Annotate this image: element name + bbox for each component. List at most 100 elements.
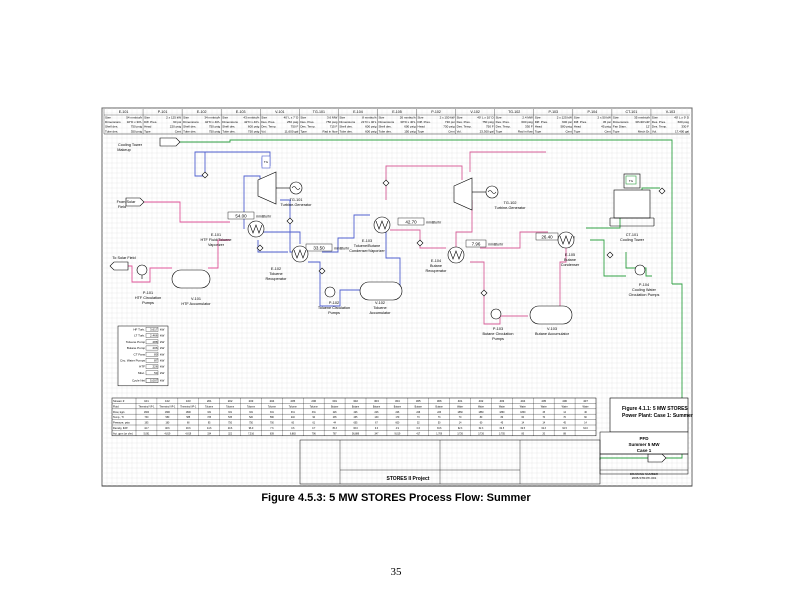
equipment-spec-label: Fan Diam. (613, 125, 627, 129)
cycle-net-label: Cycle Net (132, 379, 145, 383)
stream-table-cell: 4,819 (164, 433, 170, 435)
stream-table-cell: Water (541, 405, 547, 408)
tg101-turbine-icon (257, 171, 277, 205)
equipment-spec-value: 220 psig (170, 125, 182, 129)
valve-diamond-4 (318, 267, 326, 275)
power-row-unit: kW (160, 334, 165, 338)
equipment-spec-label: Des. Pres. (457, 120, 471, 124)
equipment-spec-value: 45 psi (603, 120, 611, 124)
duty-unit-2: mmBtu/hr (334, 247, 350, 251)
equipment-spec-value: 350 psig (131, 129, 143, 133)
power-row-label: CT Fans (134, 352, 146, 356)
title-drawing-label: DRAWING NUMBER (630, 472, 659, 476)
stream-table-cell: 767 (333, 433, 338, 435)
stream-table-cell: 605 (354, 423, 359, 425)
v103-name: Butane Accumulator (535, 332, 570, 336)
equipment-spec-label: Size (183, 116, 189, 120)
stream-header-cell: 303 (374, 399, 379, 403)
htf-loop (118, 201, 230, 283)
valve-diamond-2 (286, 217, 294, 225)
duty-unit-1: mmBtu/hr (256, 215, 272, 219)
stream-table-cell: 226 (416, 412, 421, 414)
stream-table-cell: 226 (437, 412, 442, 414)
equipment-spec-label: Des. Pres. (261, 120, 275, 124)
stream-table-cell: 44.7 (144, 428, 149, 430)
equipment-spec-label: Head (418, 125, 426, 129)
equipment-spec-label: Shell des. (105, 125, 118, 129)
stream-header-cell: 404 (520, 399, 525, 403)
tg101-name: Turbine-Generator (280, 203, 312, 207)
stream-table-cell: 535 (228, 417, 233, 419)
stream-table-cell: Water (583, 405, 589, 408)
power-row-value: 50 (154, 371, 158, 375)
duty-unit-4: mmBtu/hr (488, 243, 504, 247)
stream-table-cell: 0.6 (291, 428, 295, 430)
equipment-spec-label: Size (613, 116, 619, 120)
equipment-tag: TG-101 (313, 110, 325, 114)
p102-desc: Pumps (328, 311, 340, 315)
stream-table-cell: 1800 (144, 412, 150, 414)
e103-name: Toluene/Butane (354, 244, 380, 248)
equipment-spec-value: 54 mmbtu/h (126, 116, 142, 120)
stream-header-cell: 202 (228, 399, 233, 403)
equipment-spec-value: 34 mmbtu/h (204, 116, 220, 120)
equipment-spec-label: Diff. Pres. (144, 120, 157, 124)
equipment-spec-value: 750 psig (209, 125, 221, 129)
stream-table-cell: 70 (542, 417, 545, 419)
stream-table-cell: 331 (270, 412, 275, 414)
equipment-spec-label: Head (535, 125, 543, 129)
v103-vessel-icon (529, 305, 573, 325)
equipment-spec-label: Shell des. (378, 125, 391, 129)
stream-table-cell: 585 (186, 417, 191, 419)
stream-header-cell: 103 (186, 399, 191, 403)
stream-table-cell: Water (478, 405, 484, 408)
power-row-label: HTF (139, 365, 145, 369)
stream-table-cell: Density, lb/ft³ (113, 426, 128, 430)
title-figure: Figure 4.1.1: 5 MW STORES (622, 406, 688, 412)
stream-header-cell: 305 (416, 399, 421, 403)
from-solar-label-1: From Solar (117, 200, 137, 204)
equipment-spec-value: 11,600 gal (285, 129, 299, 133)
equipment-spec-label: Vol. (652, 129, 657, 133)
equipment-spec-value: 2 x 125 kW (557, 116, 572, 120)
v101-tag: V-101 (191, 297, 201, 301)
stream-table-cell: 322 (228, 433, 233, 435)
equipment-spec-label: Dimensions (339, 120, 355, 124)
stream-header-cell: 407 (583, 399, 588, 403)
stream-table-cell: Flow, kg/s (113, 410, 125, 414)
title-summer: Summer 5 MW (628, 442, 660, 447)
stream-table-cell: 85 (522, 433, 525, 435)
title-case: Case 1 (637, 448, 652, 453)
stream-table-cell: 580 (270, 417, 275, 419)
e105-exchanger-icon (557, 231, 575, 249)
e103-exchanger-icon (373, 216, 391, 234)
stream-table-cell: 60 (522, 417, 525, 419)
equipment-spec-label: Des. Temp. (496, 125, 511, 129)
stream-table-cell: 4,819 (185, 433, 191, 435)
stream-table-cell: 35.3 (332, 428, 337, 430)
equipment-spec-label: Vol. (261, 129, 266, 133)
e102-exchanger-icon (291, 245, 309, 263)
stream-table-cell: 0.7 (312, 428, 316, 430)
stream-table-cell: Pressure, psia (113, 421, 130, 425)
stream-header-cell: 201 (207, 399, 212, 403)
stream-header-cell: 101 (144, 399, 149, 403)
stream-table-cell: 331 (228, 412, 233, 414)
v101-name: HTF Accumulator (181, 302, 211, 306)
equipment-spec-label: Size (339, 116, 345, 120)
equipment-spec-label: Dimensions (378, 120, 394, 124)
stream-table-cell: 80 (480, 417, 483, 419)
stream-table-cell: 750 (228, 423, 233, 425)
stream-table-cell: 62.3 (458, 428, 463, 430)
stream-table-cell: 90 (312, 417, 315, 419)
p104-desc: Circulation Pumps (629, 293, 660, 297)
power-row-label: Misc. (138, 371, 145, 375)
equipment-spec-label: Size (418, 116, 424, 120)
tg102-turbine-icon (453, 177, 473, 211)
title-project: STORES II Project (387, 476, 430, 482)
